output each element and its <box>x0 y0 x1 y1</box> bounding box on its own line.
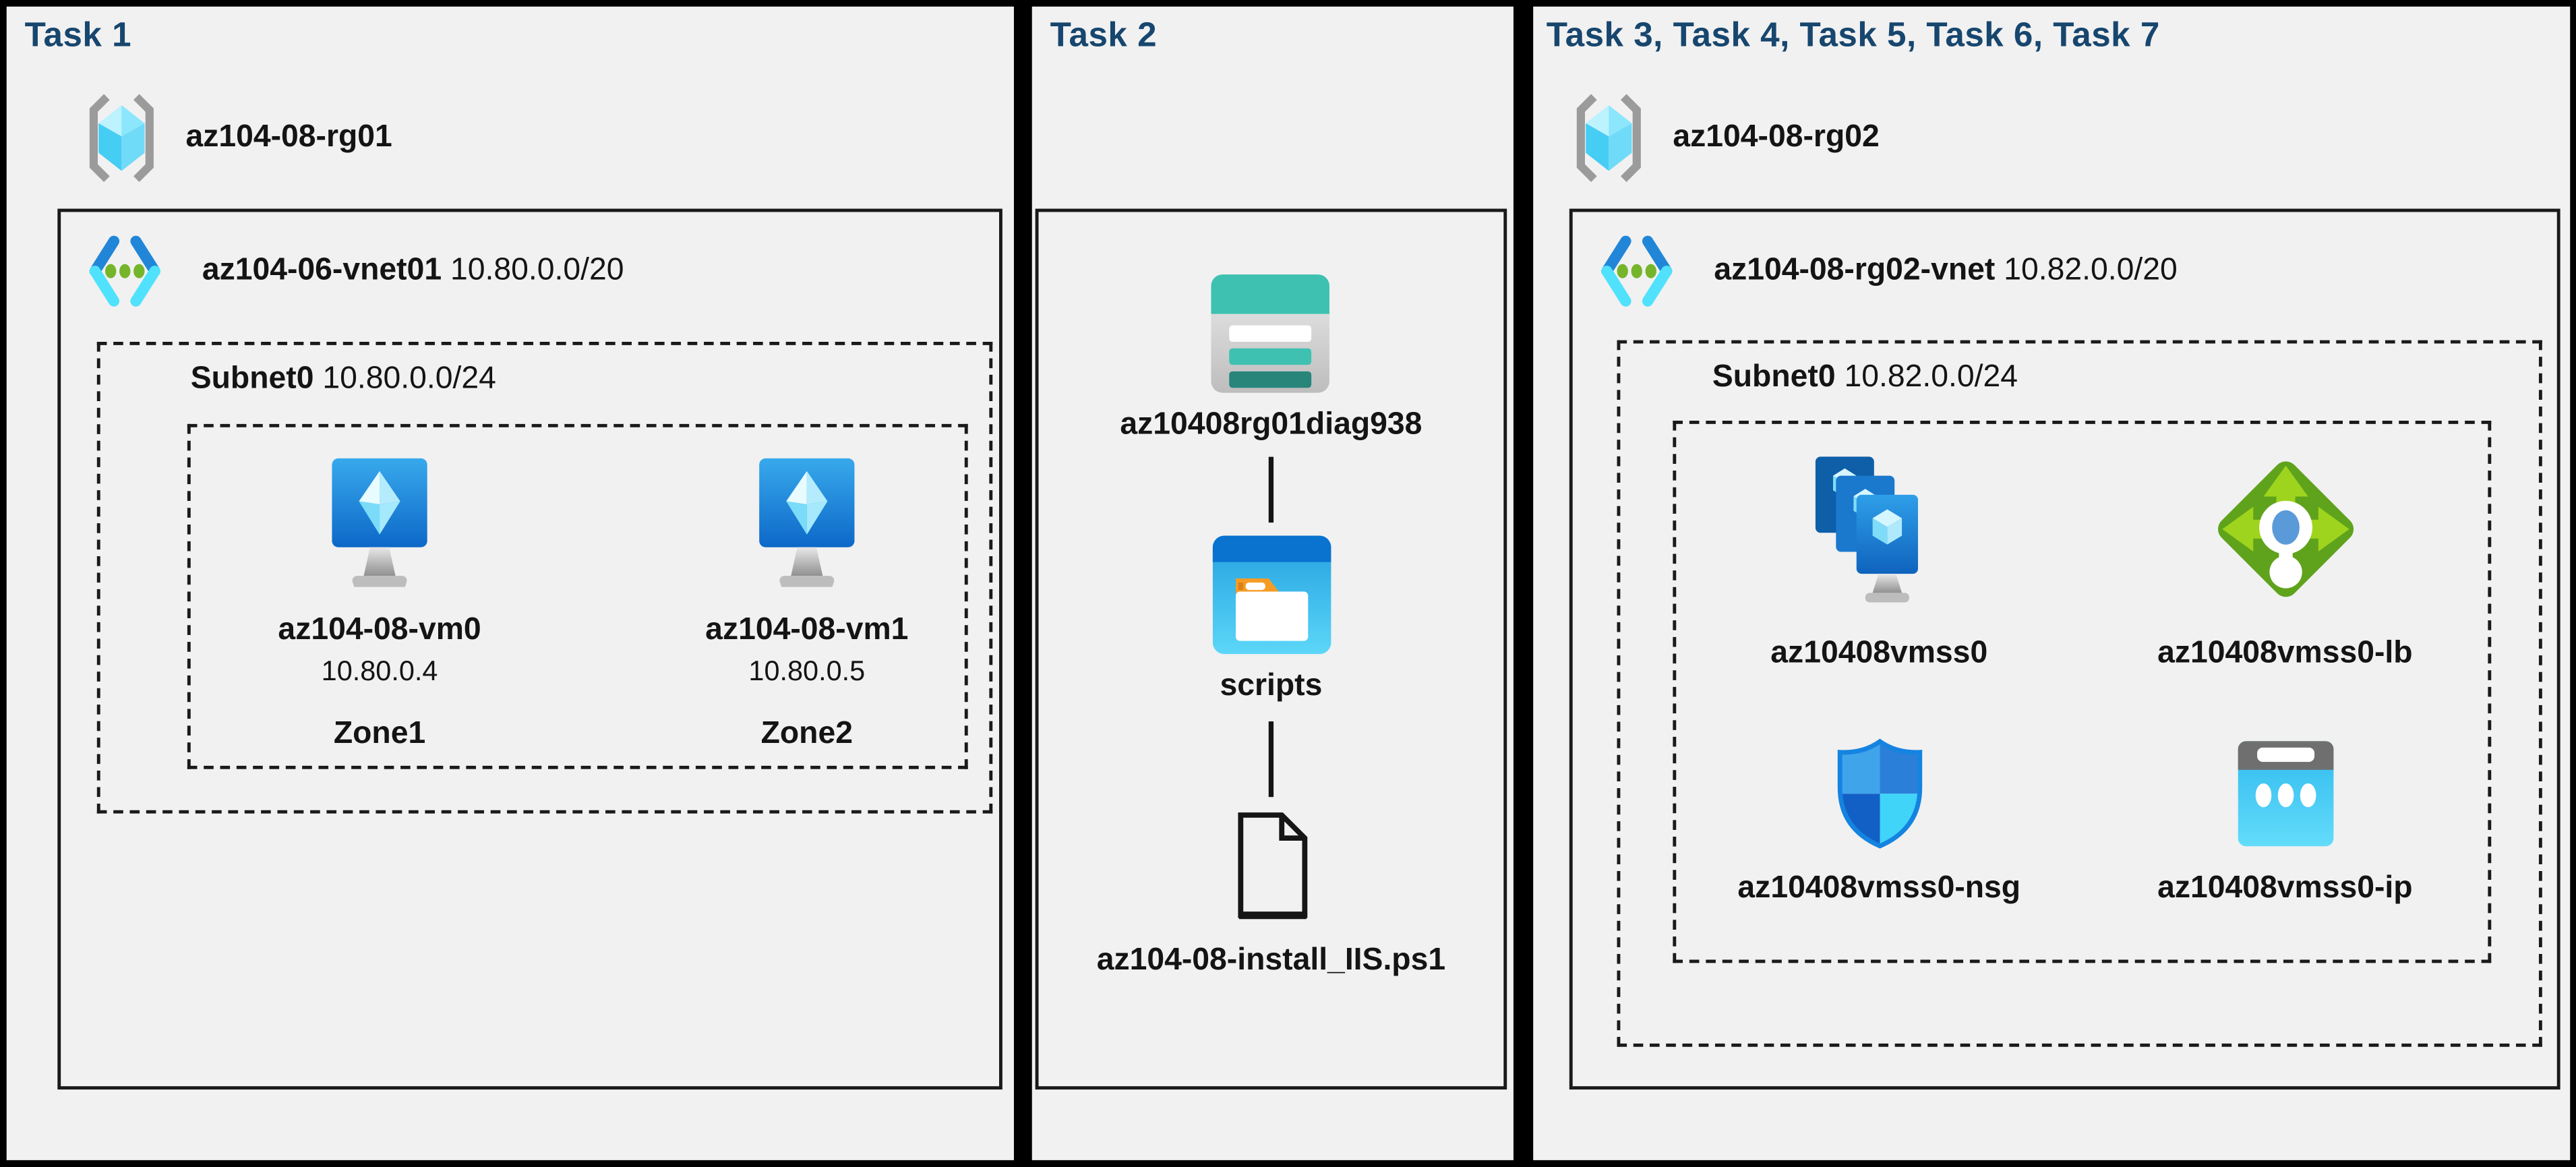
vnet-box: az104-08-rg02-vnet 10.82.0.0/20 Subnet0 … <box>1569 208 2560 1090</box>
vnet-row: az104-08-rg02-vnet 10.82.0.0/20 <box>1599 233 2178 309</box>
script-file-node: az104-08-install_IIS.ps1 <box>1097 810 1445 980</box>
vm-name: az104-08-vm1 <box>705 613 909 648</box>
vm-node: az104-08-vm1 10.80.0.5 Zone2 <box>677 455 936 752</box>
subnet-label: Subnet0 10.80.0.0/24 <box>191 361 496 398</box>
blob-container-name: scripts <box>1220 669 1323 704</box>
resource-group-row: az104-08-rg02 <box>1569 92 1880 185</box>
virtual-machine-icon <box>329 455 431 595</box>
vnet-label: az104-08-rg02-vnet 10.82.0.0/20 <box>1714 253 2177 289</box>
load-balancer-node: az10408vmss0-lb <box>2082 424 2488 692</box>
public-ip-icon <box>2234 738 2336 849</box>
vm-ip: 10.80.0.4 <box>321 655 438 687</box>
virtual-machine-icon <box>756 455 858 595</box>
blob-container-node: scripts <box>1209 533 1334 705</box>
vnet-box: az104-06-vnet01 10.80.0.0/20 Subnet0 10.… <box>57 208 1002 1090</box>
virtual-network-icon <box>87 233 162 309</box>
public-ip-node: az10408vmss0-ip <box>2082 692 2488 959</box>
vm-zone: Zone1 <box>333 716 426 751</box>
script-file-name: az104-08-install_IIS.ps1 <box>1096 943 1446 978</box>
subnet-box: Subnet0 10.82.0.0/24 <box>1617 340 2542 1047</box>
load-balancer-icon <box>2206 450 2364 608</box>
vmss-name: az10408vmss0 <box>1770 636 1988 671</box>
vnet-label: az104-06-vnet01 10.80.0.0/20 <box>202 253 624 289</box>
availability-zone-box: az104-08-vm0 10.80.0.4 Zone1 <box>187 423 968 769</box>
resource-group-icon <box>1569 92 1648 185</box>
virtual-network-icon <box>1599 233 1675 309</box>
nsg-node: az10408vmss0-nsg <box>1676 692 2082 959</box>
vnet-name: az104-08-rg02-vnet <box>1714 253 1996 288</box>
vm-scale-set-icon <box>1811 454 1946 605</box>
vnet-name: az104-06-vnet01 <box>202 253 442 288</box>
vm-node: az104-08-vm0 10.80.0.4 Zone1 <box>250 455 510 752</box>
task2-panel: Task 2 az10408rg01diag938 <box>1031 6 1514 1160</box>
task3-panel: Task 3, Task 4, Task 5, Task 6, Task 7 a… <box>1533 6 2571 1160</box>
subnet-name: Subnet0 <box>190 361 314 396</box>
vnet-cidr: 10.80.0.0/20 <box>450 253 624 288</box>
resource-group-name: az104-08-rg02 <box>1673 119 1880 155</box>
subnet-label: Subnet0 10.82.0.0/24 <box>1712 360 2018 396</box>
vnet-cidr: 10.82.0.0/20 <box>2004 253 2178 288</box>
connector-line <box>1269 456 1274 523</box>
vm-ip: 10.80.0.5 <box>748 655 866 687</box>
resource-group-row: az104-08-rg01 <box>82 92 392 185</box>
vm-name: az104-08-vm0 <box>278 613 481 648</box>
resource-grid-box: az10408vmss0 <box>1673 421 2492 963</box>
storage-account-node: az10408rg01diag938 <box>1120 271 1422 444</box>
file-icon <box>1230 810 1312 922</box>
vmss-node: az10408vmss0 <box>1676 424 2082 692</box>
task2-title: Task 2 <box>1050 16 1158 55</box>
subnet-box: Subnet0 10.80.0.0/24 <box>96 342 993 814</box>
storage-account-name: az10408rg01diag938 <box>1120 407 1422 442</box>
vm-zone: Zone2 <box>760 716 853 751</box>
storage-account-icon <box>1209 271 1334 396</box>
resource-group-name: az104-08-rg01 <box>185 119 392 155</box>
connector-line <box>1269 721 1274 798</box>
task1-panel: Task 1 az104-08-rg01 <box>6 6 1014 1160</box>
blob-container-icon <box>1209 533 1334 657</box>
vnet-row: az104-06-vnet01 10.80.0.0/20 <box>87 233 624 309</box>
public-ip-name: az10408vmss0-ip <box>2157 870 2413 906</box>
subnet-name: Subnet0 <box>1712 359 1836 394</box>
storage-flow-box: az10408rg01diag938 scripts <box>1035 208 1507 1090</box>
network-security-group-icon <box>1832 736 1927 851</box>
subnet-cidr: 10.80.0.0/24 <box>322 361 496 396</box>
task1-title: Task 1 <box>24 16 132 55</box>
nsg-name: az10408vmss0-nsg <box>1737 870 2021 906</box>
task3-title: Task 3, Task 4, Task 5, Task 6, Task 7 <box>1546 16 2160 55</box>
load-balancer-name: az10408vmss0-lb <box>2157 636 2413 671</box>
subnet-cidr: 10.82.0.0/24 <box>1844 359 2018 394</box>
resource-group-icon <box>82 92 161 185</box>
